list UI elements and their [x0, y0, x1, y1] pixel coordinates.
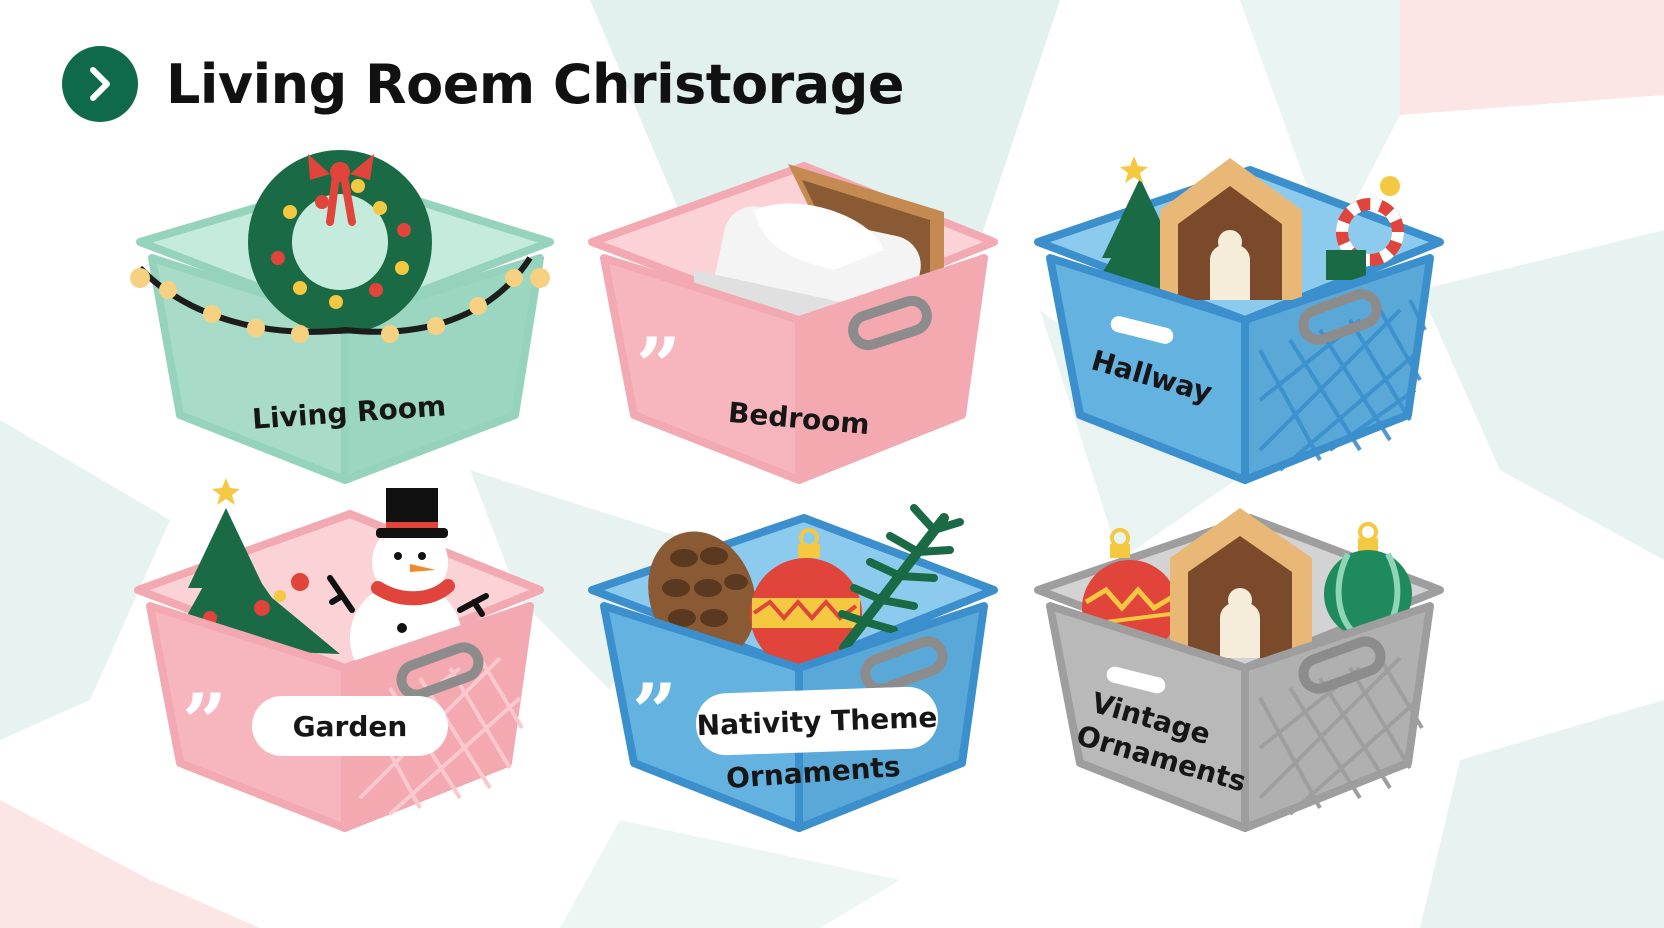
- bin-illustration: [588, 162, 998, 484]
- storage-bin-bedroom[interactable]: ” Bedroom: [584, 150, 1044, 510]
- wreath-icon: [248, 150, 432, 334]
- storage-bin-living-room[interactable]: Living Room: [130, 150, 590, 510]
- header: Living Roem Christorage: [62, 44, 905, 124]
- quote-icon: ”: [636, 321, 681, 412]
- house-ornament-icon: [1170, 508, 1312, 658]
- ornament-icon: [750, 528, 862, 670]
- bin-label-line-1: Nativity Theme: [696, 700, 938, 742]
- quote-icon: ”: [632, 667, 677, 758]
- bin-illustration: [134, 478, 544, 832]
- storage-bin-hallway[interactable]: Hallway: [1030, 150, 1490, 510]
- candy-cane-icon: [1326, 176, 1404, 280]
- storage-bin-vintage-ornaments[interactable]: Vintage Ornaments: [1030, 478, 1490, 838]
- bin-illustration: [1034, 156, 1444, 484]
- bin-label-pill: Garden: [252, 696, 448, 756]
- next-button[interactable]: [62, 46, 138, 122]
- string-lights-icon: [130, 256, 550, 343]
- quote-icon: ”: [182, 677, 227, 768]
- bin-label-pill: Nativity Theme: [694, 685, 940, 757]
- bin-label: Garden: [292, 709, 408, 743]
- chevron-right-icon: [90, 67, 110, 101]
- house-ornament-icon: [1160, 158, 1302, 300]
- page-title: Living Roem Christorage: [166, 52, 905, 116]
- pine-branch-icon: [838, 504, 964, 653]
- storage-bin-garden[interactable]: ” Garden: [130, 478, 590, 838]
- bin-illustration: [1034, 508, 1444, 832]
- storage-bin-nativity-theme-ornaments[interactable]: ” Nativity Theme Ornaments: [584, 478, 1044, 838]
- bin-illustration: [130, 150, 554, 484]
